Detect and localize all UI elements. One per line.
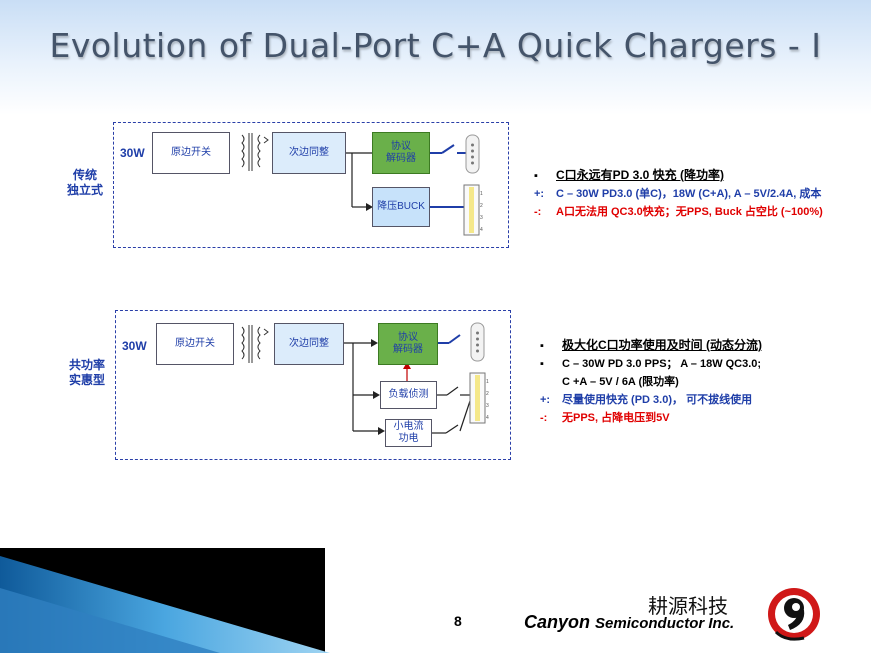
page-number: 8 — [454, 613, 462, 629]
panel1-notes: ▪ C口永远有PD 3.0 快充 (降功率) +: C – 30W PD3.0 (单… — [534, 166, 823, 221]
panel2-secondary-rectifier: 次边同整 — [274, 323, 344, 365]
panel2-note-plus-text: 尽量使用快充 (PD 3.0)， 可不拔线使用 — [562, 394, 753, 406]
company-name-sub: Semiconductor Inc. — [595, 615, 735, 632]
panel1-note-plus: +: C – 30W PD3.0 (单C)，18W (C+A), A – 5V/2… — [534, 185, 823, 203]
panel1-note-plus-text: C – 30W PD3.0 (单C)，18W (C+A), A – 5V/2.4… — [556, 188, 822, 200]
plus-marker: +: — [534, 188, 545, 200]
company-name-main: Canyon — [524, 612, 591, 632]
panel1-usb-a-port-icon: 1 2 3 4 — [463, 184, 483, 236]
panel1-note-head: ▪ C口永远有PD 3.0 快充 (降功率) — [534, 166, 823, 185]
minus-marker: -: — [534, 206, 542, 218]
panel1-side-label-line2: 独立式 — [66, 183, 103, 197]
plus-marker: +: — [540, 394, 551, 406]
panel1-note-minus-text: A口无法用 QC3.0快充；无PPS, Buck 占空比 (~100%) — [556, 206, 823, 218]
panel2-note-item1: ▪ C – 30W PD 3.0 PPS； A – 18W QC3.0; — [540, 355, 762, 373]
svg-text:1: 1 — [480, 191, 483, 197]
panel1-primary-switch: 原边开关 — [152, 132, 230, 174]
panel1-diagram: 30W 原边开关 — [113, 122, 509, 248]
panel2-usb-c-port-icon — [470, 322, 485, 362]
panel2-diagram: 30W 原边开关 — [115, 310, 511, 460]
bullet-marker: ▪ — [540, 358, 544, 370]
panel1-protocol-line2: 解码器 — [386, 153, 416, 164]
panel1-protocol-line1: 协议 — [391, 141, 411, 152]
panel2-small-current: 小电流 功电 — [385, 419, 432, 447]
svg-text:1: 1 — [486, 379, 489, 385]
panel1-secondary-rectifier: 次边同整 — [272, 132, 346, 174]
panel2-side-label: 共功率 实惠型 — [62, 358, 112, 388]
panel2-note-item1-text: C – 30W PD 3.0 PPS； A – 18W QC3.0; — [562, 358, 762, 370]
panel2-note-plus: +: 尽量使用快充 (PD 3.0)， 可不拔线使用 — [540, 391, 762, 409]
panel2-note-item2: C +A – 5V / 6A (限功率) — [540, 373, 762, 391]
panel2-note-minus-text: 无PPS, 占降电压到5V — [562, 412, 670, 424]
panel2-usb-a-port-icon: 1 2 3 4 — [469, 372, 489, 424]
panel2-watt: 30W — [122, 339, 147, 353]
panel2-note-item2-text: C +A – 5V / 6A (限功率) — [562, 376, 679, 388]
panel2-small-line2: 功电 — [398, 433, 419, 444]
panel2-notes: ▪ 极大化C口功率使用及时间 (动态分流) ▪ C – 30W PD 3.0 PPS… — [540, 336, 762, 427]
panel2-transformer-icon — [241, 325, 269, 363]
panel2-note-head-text: 极大化C口功率使用及时间 (动态分流) — [562, 338, 762, 352]
company-name-cn: 耕源科技 — [648, 594, 728, 618]
minus-marker: -: — [540, 412, 548, 424]
panel1-note-head-text: C口永远有PD 3.0 快充 (降功率) — [556, 168, 725, 182]
panel2-side-label-line2: 实惠型 — [68, 373, 105, 387]
bullet-marker: ▪ — [534, 170, 538, 182]
panel2-protocol-line2: 解码器 — [393, 344, 423, 355]
panel2-load-detect: 负载侦测 — [380, 381, 437, 409]
panel1-usb-c-port-icon — [465, 134, 480, 174]
title-band — [0, 0, 871, 115]
slide-title: Evolution of Dual-Port C+A Quick Charger… — [49, 26, 822, 65]
panel2-side-label-line1: 共功率 — [68, 358, 105, 372]
panel1-transformer-icon — [241, 133, 269, 171]
company-logo-icon — [768, 588, 820, 641]
svg-text:2: 2 — [486, 391, 489, 397]
panel2-note-head: ▪ 极大化C口功率使用及时间 (动态分流) — [540, 336, 762, 355]
panel1-note-minus: -: A口无法用 QC3.0快充；无PPS, Buck 占空比 (~100%) — [534, 203, 823, 221]
svg-text:4: 4 — [480, 227, 483, 233]
panel2-note-minus: -: 无PPS, 占降电压到5V — [540, 409, 762, 427]
footer-decoration — [0, 548, 330, 653]
panel1-side-label-line1: 传统 — [72, 168, 97, 182]
company-name-en: Canyon Semiconductor Inc. — [524, 612, 734, 633]
svg-text:4: 4 — [486, 415, 489, 421]
panel2-primary-switch: 原边开关 — [156, 323, 234, 365]
svg-text:3: 3 — [480, 215, 483, 221]
panel2-small-line1: 小电流 — [393, 421, 424, 432]
panel2-protocol-decoder: 协议 解码器 — [378, 323, 438, 365]
bullet-marker: ▪ — [540, 340, 544, 352]
panel1-protocol-decoder: 协议 解码器 — [372, 132, 430, 174]
panel1-watt: 30W — [120, 146, 145, 160]
svg-text:3: 3 — [486, 403, 489, 409]
panel1-buck: 降压BUCK — [372, 187, 430, 227]
panel1-side-label: 传统 独立式 — [60, 168, 110, 198]
svg-text:2: 2 — [480, 203, 483, 209]
panel2-protocol-line1: 协议 — [398, 332, 418, 343]
